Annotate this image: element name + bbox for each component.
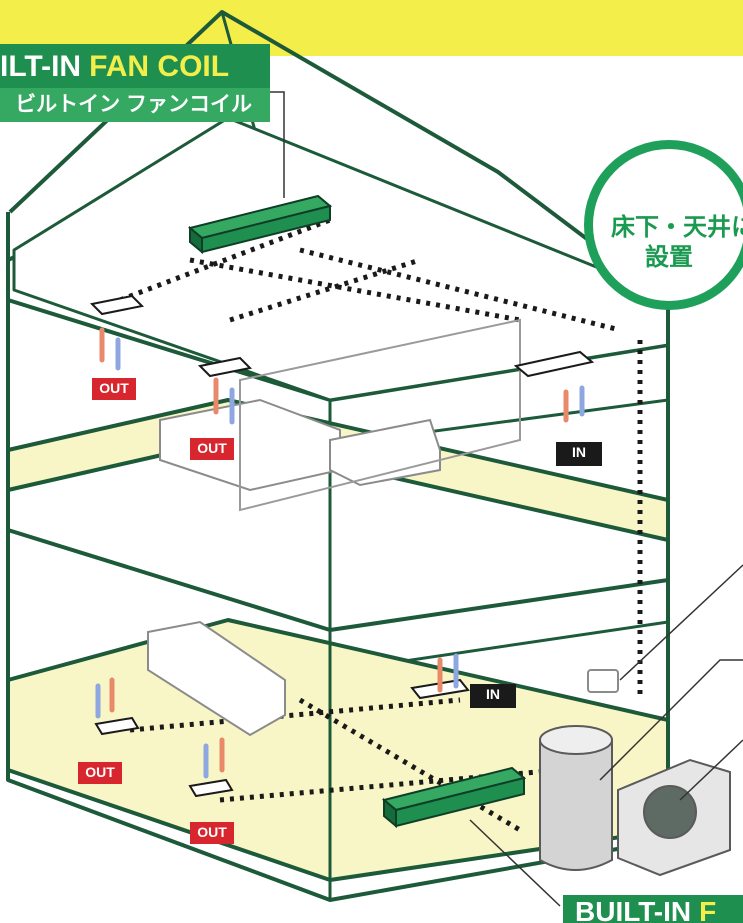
water-tank bbox=[539, 725, 613, 871]
upper-duct-1 bbox=[119, 217, 331, 303]
leader-outdoor bbox=[679, 739, 743, 801]
label-top-jp: ビルトイン ファンコイル bbox=[0, 88, 270, 122]
leader-tank bbox=[599, 659, 743, 781]
installation-badge: 床下・天井に 設置 bbox=[584, 140, 743, 310]
vent-1 bbox=[89, 294, 145, 316]
upper-duct-2 bbox=[229, 257, 421, 323]
bed-2 bbox=[329, 418, 441, 487]
thermostat bbox=[587, 669, 619, 693]
badge-line-2: 設置 bbox=[645, 244, 693, 271]
lower-fan-coil bbox=[381, 766, 527, 829]
glass-partition bbox=[239, 318, 521, 512]
vent-2 bbox=[197, 356, 253, 378]
lower-duct-3 bbox=[298, 697, 522, 833]
vent-4 bbox=[94, 716, 140, 736]
badge-line-1: 床下・天井に bbox=[611, 214, 743, 241]
out-tag-4: OUT bbox=[190, 822, 234, 844]
sofa bbox=[147, 620, 286, 737]
vent-5 bbox=[188, 778, 234, 798]
lower-duct-2 bbox=[219, 767, 561, 803]
in-tag-1: IN bbox=[556, 442, 602, 466]
out-tag-3: OUT bbox=[78, 762, 122, 784]
leader-top bbox=[270, 91, 285, 198]
outdoor-unit bbox=[617, 758, 731, 877]
in-tag-2: IN bbox=[470, 684, 516, 708]
leader-thermostat bbox=[619, 564, 743, 681]
out-tag-2: OUT bbox=[190, 438, 234, 460]
out-tag-1: OUT bbox=[92, 378, 136, 400]
upper-fan-coil bbox=[187, 194, 333, 255]
vent-3 bbox=[513, 350, 595, 378]
leader-bottom bbox=[469, 819, 561, 907]
